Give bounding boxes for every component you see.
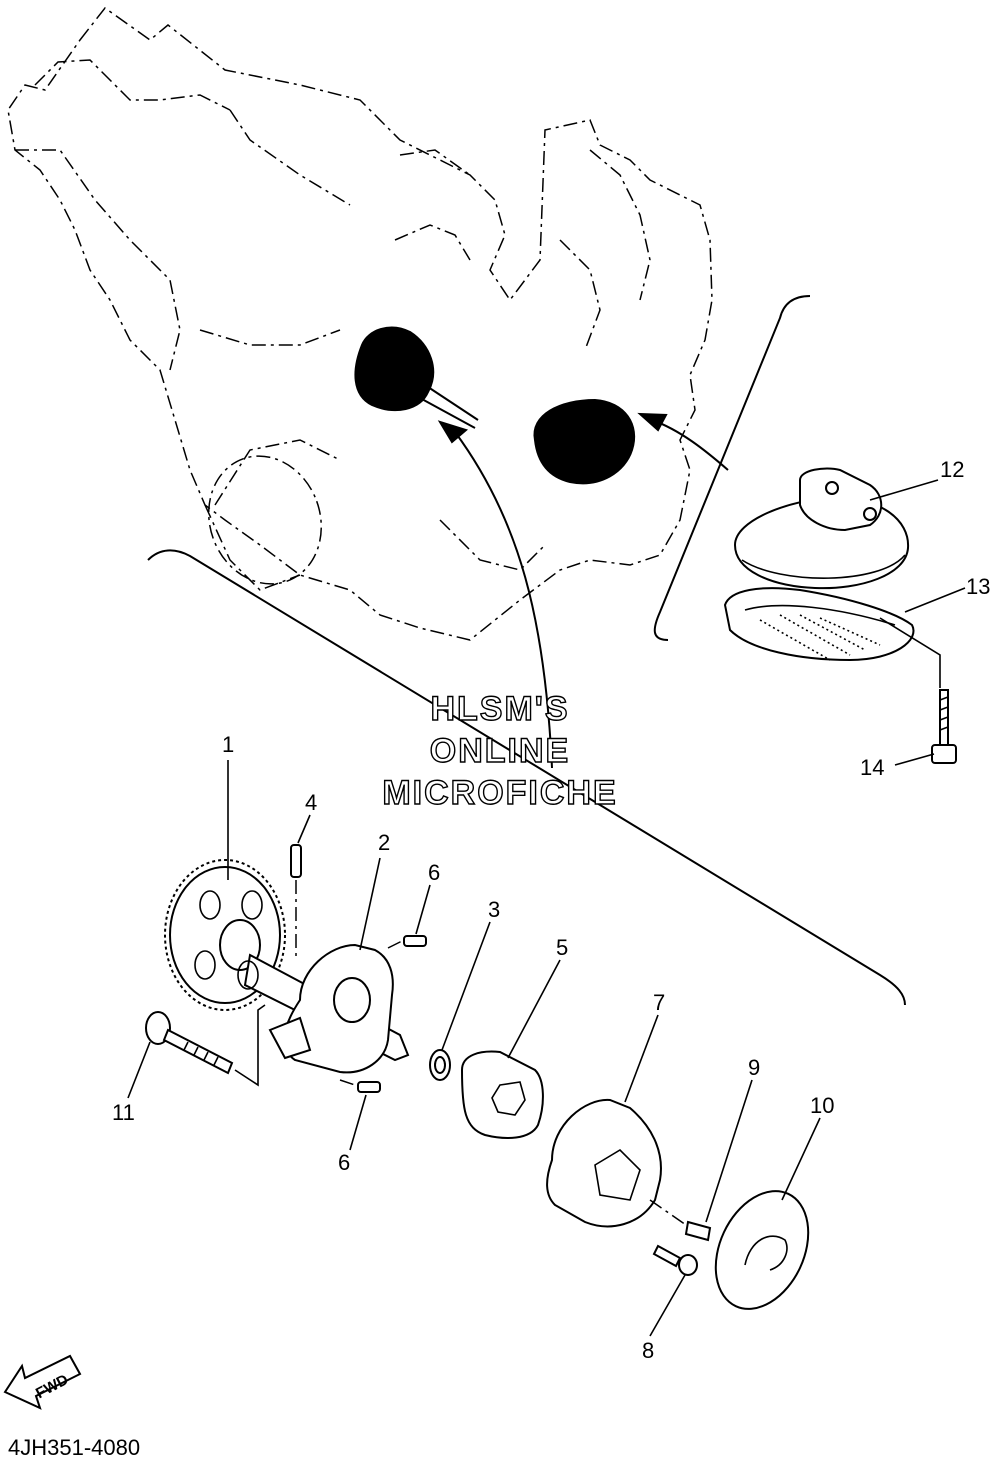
strainer-mount-bore — [533, 398, 636, 485]
strainer-bolt — [931, 689, 957, 764]
pin — [290, 844, 302, 878]
callout-1: 1 — [222, 732, 234, 757]
oil-pump-cover — [546, 1098, 662, 1228]
watermark-line-3: MICROFICHE — [382, 774, 617, 812]
diagram-code: 4JH351-4080 — [8, 1435, 140, 1460]
callout-2: 2 — [378, 830, 390, 855]
cover-pin-leader — [649, 1199, 687, 1226]
callout-3: 3 — [488, 897, 500, 922]
bolt-leader-11 — [234, 1004, 266, 1087]
strainer-arrow — [651, 419, 729, 471]
watermark-line-1: HLSM'S — [430, 690, 569, 728]
dowel-pin-upper — [403, 935, 427, 947]
callout-9: 9 — [748, 1055, 760, 1080]
inner-rotor — [460, 1050, 544, 1139]
callout-6-lower: 6 — [338, 1150, 350, 1175]
cover-screw — [652, 1244, 698, 1276]
pump-mounting-bolt — [145, 1011, 234, 1075]
callout-13: 13 — [966, 574, 990, 599]
callout-10: 10 — [810, 1093, 834, 1118]
callout-11: 11 — [112, 1100, 135, 1125]
callout-6-upper: 6 — [428, 860, 440, 885]
dowel-upper-leader — [387, 939, 405, 949]
watermark-line-2: ONLINE — [430, 732, 570, 770]
callout-leaders — [127, 479, 966, 1337]
pump-mount-bore — [354, 326, 479, 429]
oil-pump-housing — [268, 943, 394, 1074]
pump-arrow-head — [437, 420, 469, 444]
oil-strainer-cover — [733, 467, 910, 590]
pump-assembly-arrow — [454, 431, 553, 769]
dowel-pin-lower — [357, 1081, 381, 1093]
engine-crankcase-outline — [7, 6, 713, 641]
strainer-arrow-head — [637, 412, 668, 432]
cover-pin — [684, 1220, 712, 1242]
strainer-group-bracket — [653, 295, 811, 641]
callout-7: 7 — [653, 990, 665, 1015]
dowel-lower-leader — [339, 1079, 359, 1087]
pump-group-bracket — [147, 549, 906, 1006]
strainer-screen — [723, 587, 915, 662]
forward-arrow-icon: FWD — [3, 1354, 82, 1410]
oil-seal — [429, 1049, 451, 1081]
callout-8: 8 — [642, 1338, 654, 1363]
callout-14: 14 — [860, 755, 884, 780]
bolt-leader — [879, 617, 941, 688]
callout-4: 4 — [305, 790, 317, 815]
pump-plate — [714, 1190, 810, 1310]
callout-12: 12 — [940, 457, 964, 482]
callout-5: 5 — [556, 935, 568, 960]
